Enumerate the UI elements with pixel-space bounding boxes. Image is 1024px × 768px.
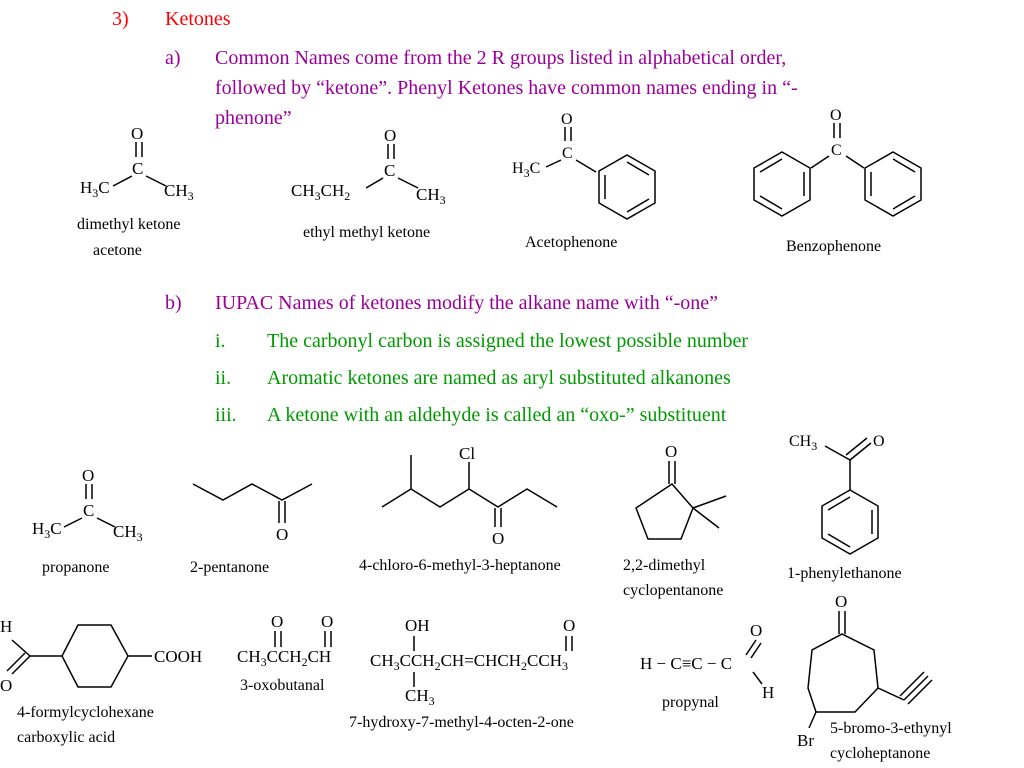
atom-o: O (561, 111, 573, 128)
atom-o: O (82, 466, 94, 485)
point-a-line3: phenone” (215, 107, 292, 129)
aldehyde-o: O (321, 612, 333, 631)
structure-bromo-cycloheptanone: O Br (797, 592, 933, 750)
section-title: Ketones (165, 8, 231, 30)
methyl-branch: CH3​ (405, 686, 435, 708)
point-iii-text: A ketone with an aldehyde is called an “… (267, 404, 727, 426)
octenone-formula: CH3​CCH2​CH=CHCH2​CCH3​ (370, 651, 568, 673)
name-phenylethanone: 1-phenylethanone (787, 565, 902, 582)
point-a-label: a) (165, 47, 181, 69)
name-2-pentanone: 2-pentanone (190, 559, 270, 576)
chlorine-atom: Cl (459, 444, 475, 463)
oxobutanal-formula: CH3​CCH2​CH (237, 647, 331, 669)
name-ethyl-methyl-ketone: ethyl methyl ketone (303, 224, 431, 241)
atom-c: C (83, 501, 94, 520)
structure-dimethyl-ketone: O C H3​C CH3​ (80, 124, 194, 203)
name-oxobutanal: 3-oxobutanal (240, 677, 325, 694)
point-a-line1: Common Names come from the 2 R groups li… (215, 47, 787, 69)
methyl-group: CH3​ (789, 433, 817, 453)
methyl-left: H3​C (32, 519, 62, 541)
atom-o: O (492, 529, 504, 548)
aldehyde-o: O (750, 621, 762, 640)
name-acetophenone: Acetophenone (525, 234, 618, 251)
methyl-left: H3​C (80, 178, 110, 200)
point-iii-label: iii. (215, 404, 237, 426)
atom-o: O (131, 124, 143, 143)
section-number: 3) (112, 8, 129, 30)
point-ii-text: Aromatic ketones are named as aryl subst… (267, 367, 731, 389)
name-formyl-1: 4-formylcyclohexane (17, 704, 154, 721)
point-b-label: b) (165, 292, 182, 314)
point-b-text: IUPAC Names of ketones modify the alkane… (215, 292, 719, 314)
name-dimethyl-ketone: dimethyl ketone (77, 216, 181, 233)
name-chloro-heptanone: 4-chloro-6-methyl-3-heptanone (359, 557, 561, 574)
name-propynal: propynal (662, 694, 719, 711)
name-propanone: propanone (42, 559, 110, 576)
atom-c: C (384, 161, 395, 180)
ethyl-group: CH3​CH2​ (291, 181, 350, 203)
ketone-o: O (563, 616, 575, 635)
structure-dimethyl-cyclopentanone: O (635, 442, 727, 540)
atom-o: O (665, 442, 677, 461)
structure-propanone: O C H3​C CH3​ (32, 466, 143, 544)
structure-benzophenone: O C (753, 107, 922, 217)
ketone-o: O (271, 612, 283, 631)
point-ii-label: ii. (215, 367, 232, 389)
methyl-right: CH3​ (113, 522, 143, 544)
structure-ethyl-methyl-ketone: O C CH3​CH2​ CH3​ (291, 126, 446, 207)
name-acetone: acetone (93, 242, 142, 259)
atom-o: O (873, 433, 885, 450)
atom-o: O (276, 525, 288, 544)
aldehyde-o: O (0, 676, 12, 695)
structure-formyl-cyclohexane: H O COOH (0, 617, 202, 695)
ketone-o: O (835, 592, 847, 611)
methyl-left: H3​C (512, 160, 540, 180)
atom-c: C (132, 159, 143, 178)
name-dimethyl-cp-2: cyclopentanone (623, 582, 724, 599)
carboxyl-group: COOH (154, 647, 202, 666)
name-dimethyl-cp-1: 2,2-dimethyl (623, 557, 706, 574)
point-i-label: i. (215, 330, 226, 352)
methyl-right: CH3​ (416, 185, 446, 207)
atom-c: C (831, 142, 842, 159)
structure-oxobutanal: O O CH3​CCH2​CH (237, 612, 333, 669)
name-bromo-2: cycloheptanone (830, 745, 931, 762)
structure-hydroxy-octenone: OH O CH3​CCH2​CH=CHCH2​CCH3​ CH3​ (370, 616, 575, 708)
name-formyl-2: carboxylic acid (17, 729, 116, 746)
atom-o: O (830, 107, 842, 124)
structure-2-pentanone: O (192, 483, 313, 544)
structure-propynal: O H − C≡C − C H (640, 621, 774, 702)
aldehyde-h: H (762, 683, 774, 702)
methyl-right: CH3​ (164, 181, 194, 203)
aldehyde-h: H (0, 617, 12, 636)
bromine-atom: Br (797, 731, 814, 750)
hydroxyl-group: OH (405, 616, 430, 635)
structure-phenylethanone: CH3​ O (789, 433, 885, 555)
name-bromo-1: 5-bromo-3-ethynyl (830, 720, 952, 737)
name-hydroxy-octenone: 7-hydroxy-7-methyl-4-octen-2-one (349, 714, 574, 731)
point-i-text: The carbonyl carbon is assigned the lowe… (267, 330, 748, 352)
structure-acetophenone: O C H3​C (512, 111, 656, 220)
atom-o: O (384, 126, 396, 145)
point-a-line2: followed by “ketone”. Phenyl Ketones hav… (215, 77, 798, 99)
name-benzophenone: Benzophenone (786, 238, 882, 255)
propynal-formula: H − C≡C − C (640, 654, 732, 673)
structure-chloro-heptanone: Cl O (381, 444, 558, 548)
atom-c: C (562, 145, 573, 162)
